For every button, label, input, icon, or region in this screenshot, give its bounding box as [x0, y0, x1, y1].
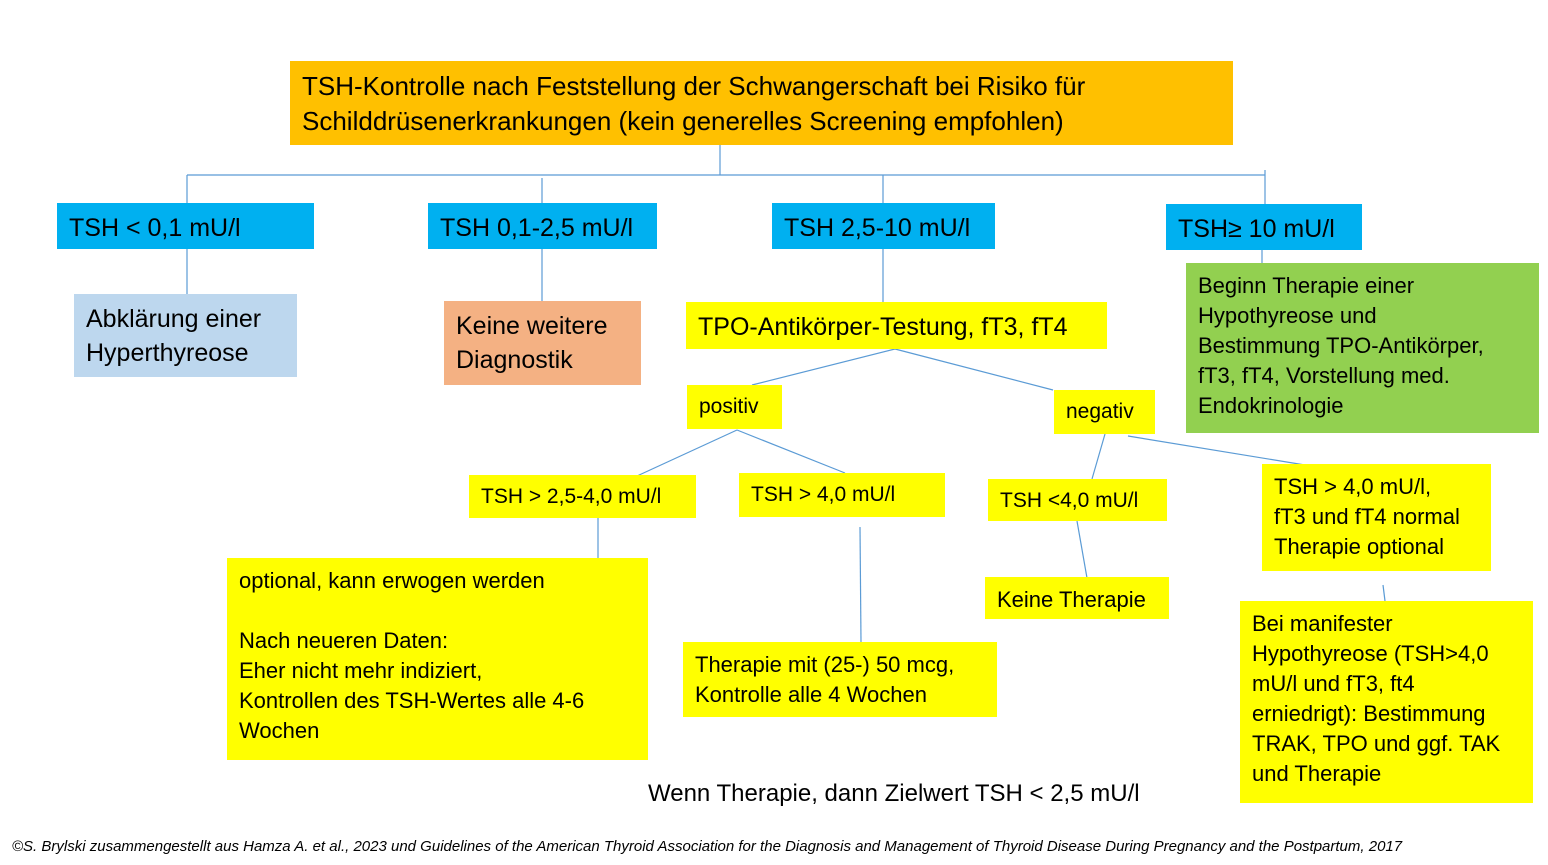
connector — [1076, 520, 1088, 579]
connector — [859, 526, 862, 643]
connector — [636, 429, 738, 477]
tsh-below-0-1-node: TSH < 0,1 mU/l — [57, 203, 314, 249]
neg-tsh-below-4-0-node: TSH <4,0 mU/l — [988, 479, 1167, 521]
tsh-0-1-2-5-node: TSH 0,1-2,5 mU/l — [428, 203, 657, 249]
connector — [751, 348, 896, 386]
neg-tsh-above-4-0-node: TSH > 4,0 mU/l, fT3 und fT4 normal Thera… — [1262, 464, 1491, 571]
therapie-50mcg-node: Therapie mit (25-) 50 mcg, Kontrolle all… — [683, 642, 997, 717]
keine-therapie-node: Keine Therapie — [985, 577, 1169, 619]
connector — [736, 429, 846, 474]
tsh-2-5-10-node: TSH 2,5-10 mU/l — [772, 203, 995, 249]
negativ-node: negativ — [1054, 390, 1155, 434]
keine-weitere-diagnostik-node: Keine weitere Diagnostik — [444, 301, 641, 385]
pos-tsh-2-5-4-0-node: TSH > 2,5-4,0 mU/l — [469, 475, 696, 518]
connector — [894, 348, 1054, 391]
therapy-hypothyreose-node: Beginn Therapie einer Hypothyreose und B… — [1186, 263, 1539, 433]
target-value-note: Wenn Therapie, dann Zielwert TSH < 2,5 m… — [648, 780, 1140, 807]
pos-tsh-above-4-0-node: TSH > 4,0 mU/l — [739, 473, 945, 517]
root-node: TSH-Kontrolle nach Feststellung der Schw… — [290, 61, 1233, 145]
tsh-above-10-node: TSH≥ 10 mU/l — [1166, 204, 1362, 250]
connector — [1091, 433, 1106, 480]
hyperthyreose-node: Abklärung einer Hyperthyreose — [74, 294, 297, 377]
positiv-node: positiv — [687, 385, 782, 429]
tpo-testing-node: TPO-Antikörper-Testung, fT3, fT4 — [686, 302, 1107, 349]
connector — [1127, 435, 1306, 466]
optional-node: optional, kann erwogen werden Nach neuer… — [227, 558, 648, 760]
connector — [1382, 584, 1386, 602]
copyright-footer: ©S. Brylski zusammengestellt aus Hamza A… — [12, 838, 1403, 855]
manifeste-hypothyreose-node: Bei manifester Hypothyreose (TSH>4,0 mU/… — [1240, 601, 1533, 803]
